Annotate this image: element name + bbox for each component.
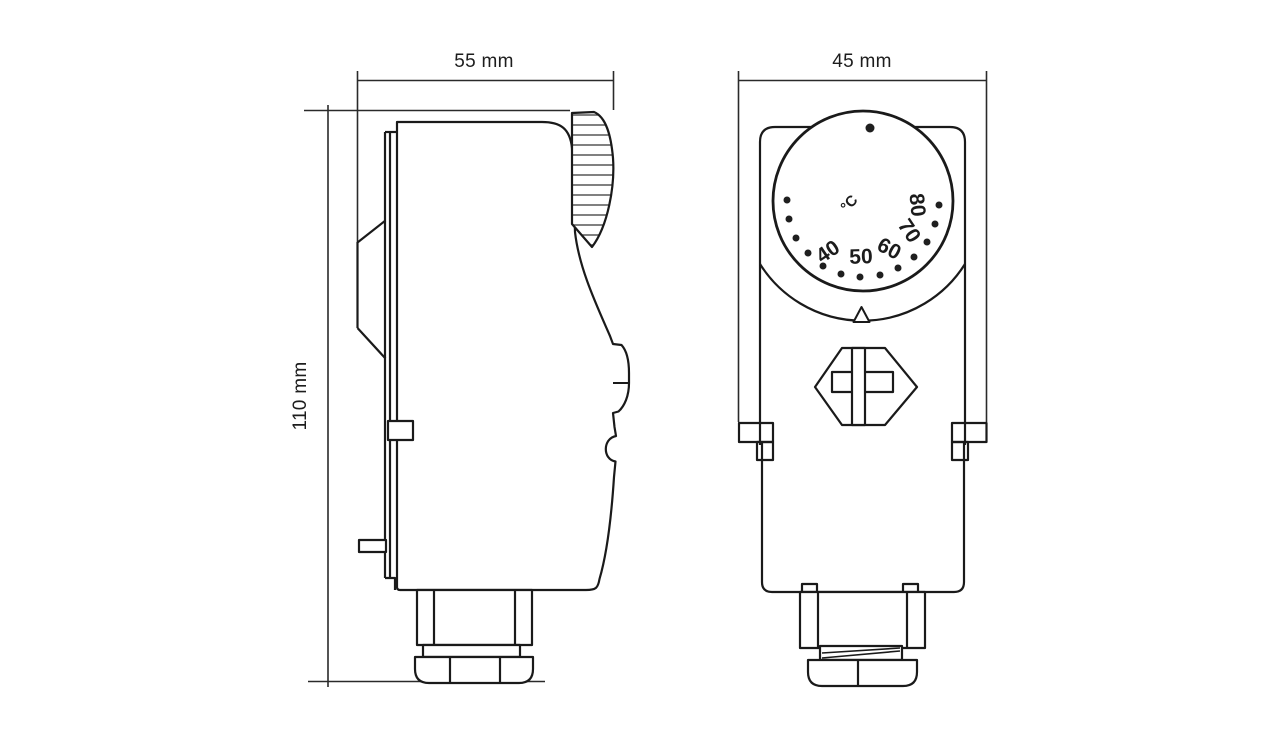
thread-line-1	[821, 650, 901, 659]
pointer-triangle	[852, 306, 871, 323]
dial-scale-label-80: 80	[904, 192, 929, 218]
thread-line-2	[821, 647, 901, 654]
dial-tick-dot	[783, 196, 791, 204]
dial-tick-dot	[910, 253, 918, 261]
dial-tick-dots	[783, 196, 943, 281]
dial-tick-dot	[894, 264, 902, 272]
dial-tick-dot	[856, 273, 864, 281]
dial: 40 50 60 70 80 °C	[771, 109, 955, 293]
front-view: 45 mm 4	[737, 51, 988, 688]
gland-nut	[413, 655, 535, 685]
tab-right	[950, 421, 988, 444]
dial-tick-dot	[804, 249, 812, 257]
cable-gland-front	[798, 590, 927, 688]
gland-thread	[421, 643, 522, 659]
dial-tick-dot	[792, 234, 800, 242]
logo-emblem	[813, 346, 919, 427]
dial-tick-dot	[876, 271, 884, 279]
dial-face	[771, 109, 955, 293]
knob-knurl	[570, 110, 615, 249]
gland-body	[798, 590, 927, 650]
side-body-outline	[395, 120, 631, 592]
dial-indicator-dot	[865, 123, 875, 133]
strap-clip	[386, 419, 415, 442]
front-lower-body	[760, 443, 966, 594]
dial-tick-dot	[923, 238, 931, 246]
gland-body	[415, 588, 534, 647]
dial-tick-dot	[837, 270, 845, 278]
strap-bottom-step	[385, 576, 397, 590]
strap-chamfer-bottom	[356, 327, 387, 360]
dim-label-side-width: 55 mm	[454, 51, 514, 72]
dim-label-side-height: 110 mm	[290, 361, 311, 430]
dimension-width-side	[356, 71, 615, 243]
dial-tick-dot	[931, 220, 939, 228]
gland-nut	[806, 658, 919, 688]
dim-label-front-width: 45 mm	[832, 51, 892, 72]
dial-tick-dot	[935, 201, 943, 209]
logo-cross-vbar	[850, 346, 867, 427]
dial-tick-dot	[785, 215, 793, 223]
cable-gland-side	[413, 588, 535, 685]
sensor-peg	[357, 538, 388, 554]
side-view: 55 mm 110 mm	[290, 51, 631, 687]
strap-chamfer-top	[356, 219, 387, 244]
dial-scale-label-50: 50	[849, 245, 873, 269]
dimension-width-front	[737, 71, 988, 422]
mounting-strap	[356, 130, 397, 590]
tab-right-step	[950, 440, 970, 462]
dial-tick-dot	[819, 262, 827, 270]
tab-left-step	[755, 440, 775, 462]
